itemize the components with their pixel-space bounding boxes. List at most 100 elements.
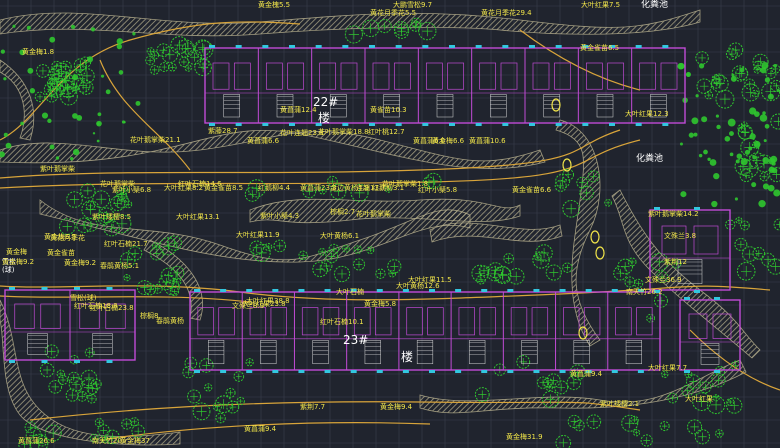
tree-symbol — [161, 46, 179, 64]
tree-canopy — [318, 186, 327, 195]
shrub-dot — [678, 62, 685, 70]
tree-trunk-mark — [539, 248, 549, 258]
room — [510, 307, 528, 336]
tree-canopy — [152, 283, 163, 294]
road-line — [29, 401, 641, 421]
window-mark — [262, 123, 269, 126]
tree-canopy — [487, 266, 503, 282]
tree-trunk-mark — [190, 392, 198, 401]
tree-symbol — [92, 190, 111, 209]
window-mark — [481, 289, 488, 292]
tree-symbol — [58, 218, 76, 235]
tree-canopy — [176, 39, 195, 58]
window-mark — [475, 123, 482, 126]
tree-symbol — [327, 175, 338, 187]
tree-trunk-mark — [96, 194, 107, 205]
paving-path — [611, 189, 761, 359]
tree-symbol — [215, 412, 226, 424]
plant-label: 紫荆7.7 — [300, 403, 326, 411]
tree-trunk-mark — [39, 437, 46, 444]
tree-symbol — [685, 374, 701, 389]
window-mark — [559, 370, 566, 373]
tree-symbol — [131, 424, 146, 439]
tree-symbol — [44, 344, 59, 359]
room — [375, 307, 392, 336]
tree-trunk-mark — [773, 116, 780, 127]
planter-marker — [562, 158, 572, 172]
window-mark — [507, 289, 514, 292]
tree-symbol — [375, 268, 386, 279]
tree-trunk-mark — [131, 249, 140, 258]
tree-symbol — [144, 283, 157, 296]
tree-canopy — [753, 66, 761, 74]
tree-trunk-mark — [490, 269, 499, 278]
tree-canopy — [112, 214, 132, 234]
stair — [416, 340, 434, 365]
tree-canopy — [80, 379, 98, 397]
tree-canopy — [85, 201, 96, 211]
tree-canopy — [659, 421, 670, 432]
shrub-dot — [3, 132, 8, 137]
plant-label: 黄金雀苗 — [47, 249, 75, 257]
tree-canopy — [44, 344, 59, 359]
tree-trunk-mark — [740, 266, 752, 277]
room — [458, 307, 475, 336]
tree-symbol — [478, 265, 490, 277]
tree-trunk-mark — [120, 194, 126, 200]
tree-symbol — [352, 258, 366, 271]
tree-trunk-mark — [566, 203, 577, 214]
window-mark — [714, 370, 720, 373]
tree-trunk-mark — [728, 399, 733, 405]
tree-canopy — [562, 262, 573, 273]
tree-trunk-mark — [62, 74, 68, 80]
tree-trunk-mark — [82, 59, 89, 66]
tree-trunk-mark — [776, 221, 780, 228]
tree-symbol — [298, 250, 308, 261]
shrub-dot — [96, 120, 102, 127]
tree-trunk-mark — [578, 179, 586, 186]
plant-label: 黄菖蒲26.6 — [18, 437, 55, 445]
room — [40, 303, 61, 329]
window-mark — [714, 297, 720, 300]
tree-canopy — [630, 415, 639, 425]
tree-symbol — [80, 183, 96, 199]
tree-trunk-mark — [181, 59, 187, 65]
tree-trunk-mark — [47, 347, 56, 356]
tree-trunk-mark — [171, 289, 177, 294]
tree-canopy — [681, 384, 694, 397]
window-mark — [350, 289, 357, 292]
tree-symbol — [748, 152, 766, 169]
tree-canopy — [103, 219, 120, 237]
tree-symbol — [741, 83, 760, 102]
plant-label: 棕榈2.7 — [330, 208, 356, 216]
window-mark — [106, 360, 113, 363]
window-mark — [272, 289, 279, 292]
tree-trunk-mark — [125, 275, 129, 280]
shrub-dot — [698, 153, 703, 158]
plant-label: 大叶红果11.9 — [236, 231, 280, 239]
tree-canopy — [632, 429, 641, 437]
tree-trunk-mark — [134, 427, 142, 435]
plant-label: 花叶鹅掌柴1.8 — [382, 180, 429, 188]
tree-canopy — [184, 64, 192, 72]
window-mark — [246, 370, 253, 373]
shrub-dot — [734, 197, 738, 201]
tree-canopy — [579, 185, 594, 201]
tree-canopy — [109, 195, 126, 212]
tree-symbol — [105, 429, 120, 445]
tree-trunk-mark — [187, 359, 195, 367]
tree-symbol — [97, 424, 110, 437]
tree-trunk-mark — [390, 262, 399, 271]
window-mark — [220, 289, 227, 292]
shrub-dot — [72, 148, 80, 156]
room — [301, 307, 319, 336]
plant-label: 紫叶小檗4.3 — [260, 212, 300, 220]
tree-trunk-mark — [425, 179, 433, 187]
tree-symbol — [726, 397, 743, 414]
plant-label: 黄菖蒲9.4 — [570, 370, 603, 378]
tree-trunk-mark — [146, 286, 154, 293]
plant-label: 黄金梅6.5 — [44, 233, 77, 241]
shrub-dot — [749, 133, 756, 140]
shrub-dot — [701, 116, 708, 123]
tree-symbol — [204, 383, 213, 392]
